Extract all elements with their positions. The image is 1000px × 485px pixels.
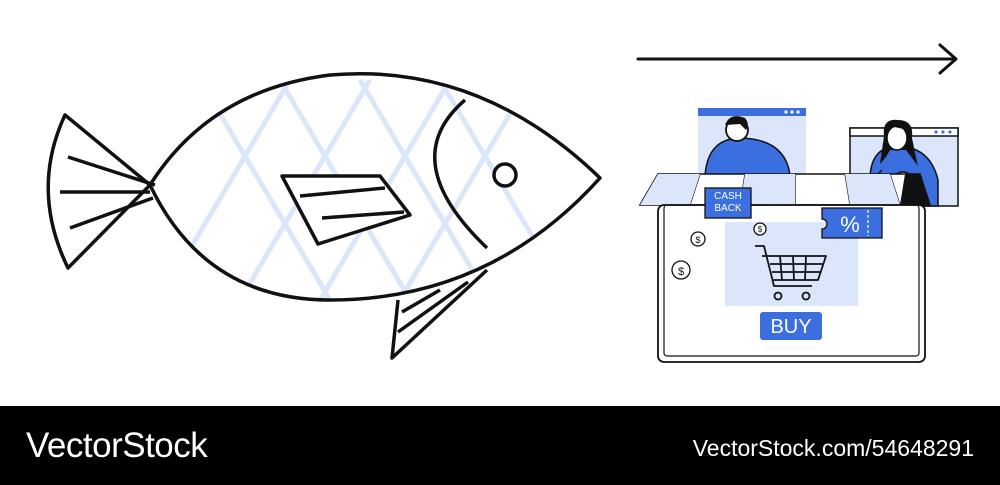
discount-coupon: % [821, 207, 883, 239]
shopping-cart-icon [755, 245, 827, 301]
coin-icon: $ $ $ [671, 222, 767, 280]
coupon-percent: % [840, 212, 860, 237]
online-shop-illustration: CASH BACK % $ $ $ BUY [638, 108, 959, 363]
svg-text:$: $ [695, 235, 700, 245]
arrow-right-icon [636, 43, 958, 75]
fish-gill [433, 98, 489, 250]
fish-body [148, 71, 602, 302]
cashback-line2: BACK [714, 203, 742, 214]
fish-bottom-fin [390, 268, 489, 360]
watermark-footer: VectorStock VectorStock.com/54648291 [0, 406, 1000, 485]
fish-side-fin [280, 174, 412, 246]
image-id-text: VectorStock.com/54648291 [692, 435, 974, 461]
svg-text:$: $ [758, 225, 763, 234]
cashback-line1: CASH [714, 191, 742, 202]
cashback-tag: CASH BACK [704, 187, 752, 219]
fish-illustration [46, 71, 602, 360]
illustration-canvas: CASH BACK % $ $ $ BUY [46, 43, 959, 363]
buy-button: BUY [760, 312, 822, 340]
buy-button-label: BUY [770, 316, 811, 338]
fish-eye [492, 162, 518, 188]
brand-logo: VectorStock [26, 426, 208, 465]
svg-text:$: $ [678, 266, 684, 278]
